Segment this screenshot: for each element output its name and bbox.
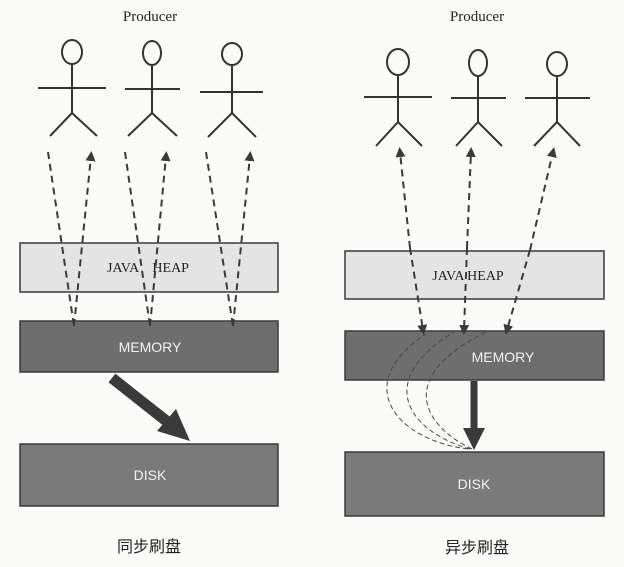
right-caption: 异步刷盘 <box>445 538 509 557</box>
right-panel: Producer JAVA HEAP MEMORY <box>344 9 605 557</box>
right-memory-label: MEMORY <box>472 349 535 365</box>
right-disk-box <box>344 451 605 517</box>
left-producer-3-icon <box>200 42 263 138</box>
right-java-heap-box <box>344 250 605 300</box>
right-dashed-arrows <box>395 147 557 335</box>
right-async-loop-curves <box>386 331 487 450</box>
left-flush-arrow <box>108 373 190 441</box>
left-dashed-arrows <box>47 151 255 327</box>
right-producer-label: Producer <box>450 9 504 25</box>
left-disk-box <box>19 443 279 507</box>
left-caption: 同步刷盘 <box>117 537 181 556</box>
left-panel: Producer JAVA HEAP MEMORY <box>19 9 279 556</box>
right-flush-arrow <box>463 381 485 450</box>
right-producer-3-icon <box>525 51 590 147</box>
left-disk-label: DISK <box>134 467 167 483</box>
right-producer-2-icon <box>451 49 506 147</box>
left-java-heap-label: JAVA HEAP <box>107 261 189 276</box>
right-producer-1-icon <box>364 48 432 147</box>
left-producer-label: Producer <box>123 9 177 25</box>
right-memory-box <box>344 330 605 381</box>
left-producer-2-icon <box>125 40 180 137</box>
right-java-heap-label: JAVA HEAP <box>432 269 504 284</box>
right-disk-label: DISK <box>458 476 491 492</box>
left-memory-box <box>19 320 279 373</box>
left-producer-1-icon <box>38 39 106 137</box>
left-memory-label: MEMORY <box>119 339 182 355</box>
